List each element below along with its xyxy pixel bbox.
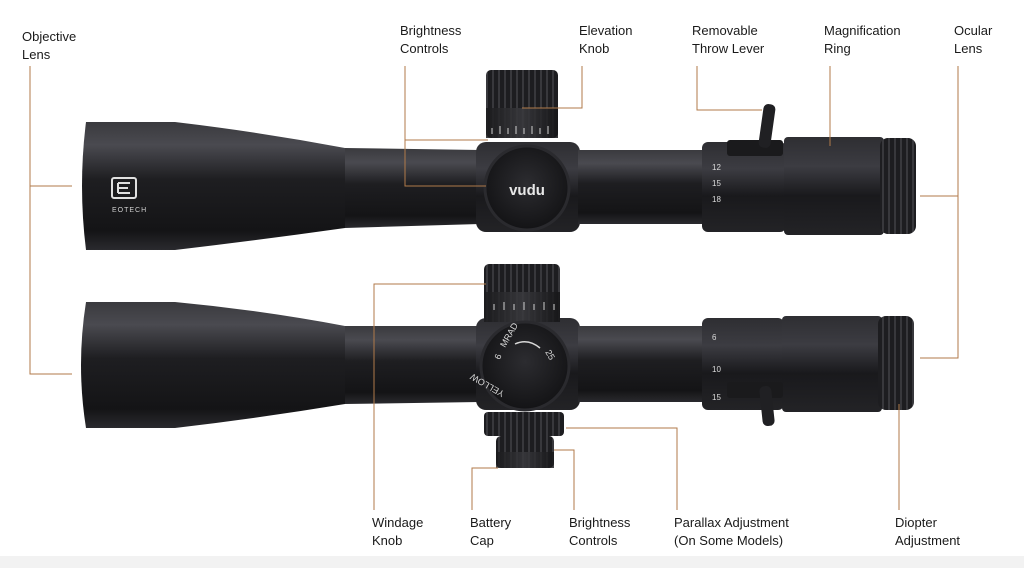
svg-text:25: 25	[543, 348, 557, 362]
bottom-main-tube-right	[578, 326, 705, 402]
leader-battery	[471, 467, 498, 510]
bottom-objective-bell	[81, 302, 345, 428]
eotech-logo	[111, 177, 137, 199]
top-objective-bell	[82, 122, 345, 250]
top-main-tube-right	[578, 150, 705, 224]
svg-text:18: 18	[712, 195, 721, 204]
bottom-main-tube-left	[345, 326, 480, 404]
svg-text:15: 15	[712, 393, 721, 402]
leader-brightness-top-a	[404, 66, 486, 187]
top-main-tube-left	[345, 148, 480, 228]
leader-objective-top	[29, 66, 72, 187]
bottom-strip	[0, 556, 1024, 568]
leader-throw-lever	[696, 66, 762, 111]
svg-text:12: 12	[712, 163, 721, 172]
bottom-throw-lever-base	[727, 382, 783, 398]
top-mag-numbers: 12 15 18	[712, 163, 721, 204]
bottom-parallax-turret	[479, 320, 571, 412]
brand-text: EOTECH	[112, 207, 147, 214]
leader-objective-bottom	[29, 186, 72, 375]
leader-windage	[373, 283, 486, 510]
bottom-brightness-knob	[484, 412, 564, 436]
top-throw-lever	[758, 104, 776, 148]
top-ocular-bell	[880, 138, 916, 234]
bottom-mag-numbers: 6 10 15	[712, 333, 721, 402]
leader-ocular-top	[920, 66, 959, 197]
bottom-magnification-ring	[782, 316, 882, 412]
leader-ocular-bottom	[920, 196, 959, 359]
svg-text:6: 6	[712, 333, 717, 342]
top-scope: vudu 12 15 18 EOTECH	[82, 70, 916, 250]
bottom-throw-lever	[759, 385, 775, 427]
top-turret-text: vudu	[509, 182, 545, 199]
top-throw-lever-base	[727, 140, 783, 156]
leader-brightness-bottom	[554, 449, 575, 510]
top-eyepiece-base	[702, 142, 786, 232]
svg-text:15: 15	[712, 179, 721, 188]
leader-lines	[29, 66, 959, 510]
top-magnification-ring	[784, 137, 884, 235]
bottom-scope: 6 MRAD 25 YELLOW 6 10 15	[81, 264, 914, 468]
leader-parallax	[566, 427, 678, 510]
bottom-ocular-bell	[878, 316, 914, 410]
leader-elevation	[522, 66, 583, 109]
top-brightness-turret	[483, 144, 571, 232]
label-parallax-adjustment: Parallax Adjustment(On Some Models)	[674, 515, 789, 548]
svg-text:10: 10	[712, 365, 721, 374]
svg-text:6: 6	[492, 353, 503, 361]
